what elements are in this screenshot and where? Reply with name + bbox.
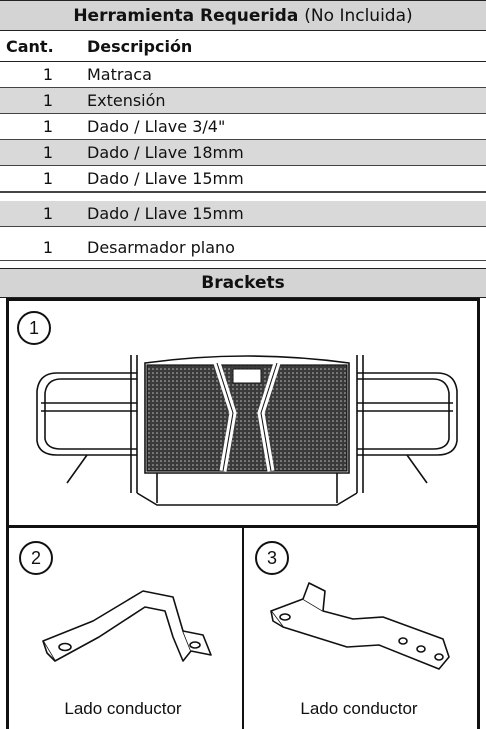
tool-description: Extensión: [87, 91, 166, 110]
tool-qty: 1: [42, 65, 54, 84]
grille-guard-illustration: [36, 355, 458, 506]
tool-row: 1 Dado / Llave 3/4": [0, 114, 486, 140]
tool-description: Dado / Llave 15mm: [87, 169, 244, 188]
tool-description: Dado / Llave 18mm: [87, 143, 244, 162]
description-column-header: Descripción: [87, 37, 193, 56]
tool-qty: 1: [42, 238, 54, 257]
item-number-badge: 3: [255, 541, 289, 575]
item-number-badge: 1: [17, 311, 51, 345]
tools-title-note: (No Incluida): [304, 5, 413, 26]
tool-row: 1 Desarmador plano: [0, 235, 486, 261]
panel-divider: [242, 525, 244, 729]
tools-title-bold: Herramienta Requerida: [73, 5, 299, 26]
tool-qty: 1: [42, 169, 54, 188]
tool-description: Dado / Llave 3/4": [87, 117, 226, 136]
tool-qty: 1: [42, 117, 54, 136]
tool-row: 1 Dado / Llave 15mm: [0, 166, 486, 192]
tool-qty: 1: [42, 91, 54, 110]
item-number-badge: 2: [19, 541, 53, 575]
item-caption: Lado conductor: [64, 699, 182, 718]
tool-row: 1 Matraca: [0, 62, 486, 88]
bracket-illustration: [42, 590, 212, 662]
tool-qty: 1: [42, 204, 54, 223]
item-caption: Lado conductor: [300, 699, 418, 718]
tool-row: 1 Dado / Llave 18mm: [0, 140, 486, 166]
qty-column-header: Cant.: [6, 37, 54, 56]
tool-row: 1 Dado / Llave 15mm: [0, 201, 486, 227]
tool-qty: 1: [42, 143, 54, 162]
tools-table-title: Herramienta Requerida (No Incluida): [0, 0, 486, 31]
brackets-section-title: Brackets: [0, 268, 486, 298]
tool-description: Matraca: [87, 65, 152, 84]
tool-description: Dado / Llave 15mm: [87, 204, 244, 223]
tools-column-header: Cant. Descripción: [0, 31, 486, 62]
bracket-illustration: [270, 582, 450, 670]
brackets-panel: 1: [6, 298, 480, 729]
tool-row: 1 Extensión: [0, 88, 486, 114]
tool-description: Desarmador plano: [87, 238, 235, 257]
